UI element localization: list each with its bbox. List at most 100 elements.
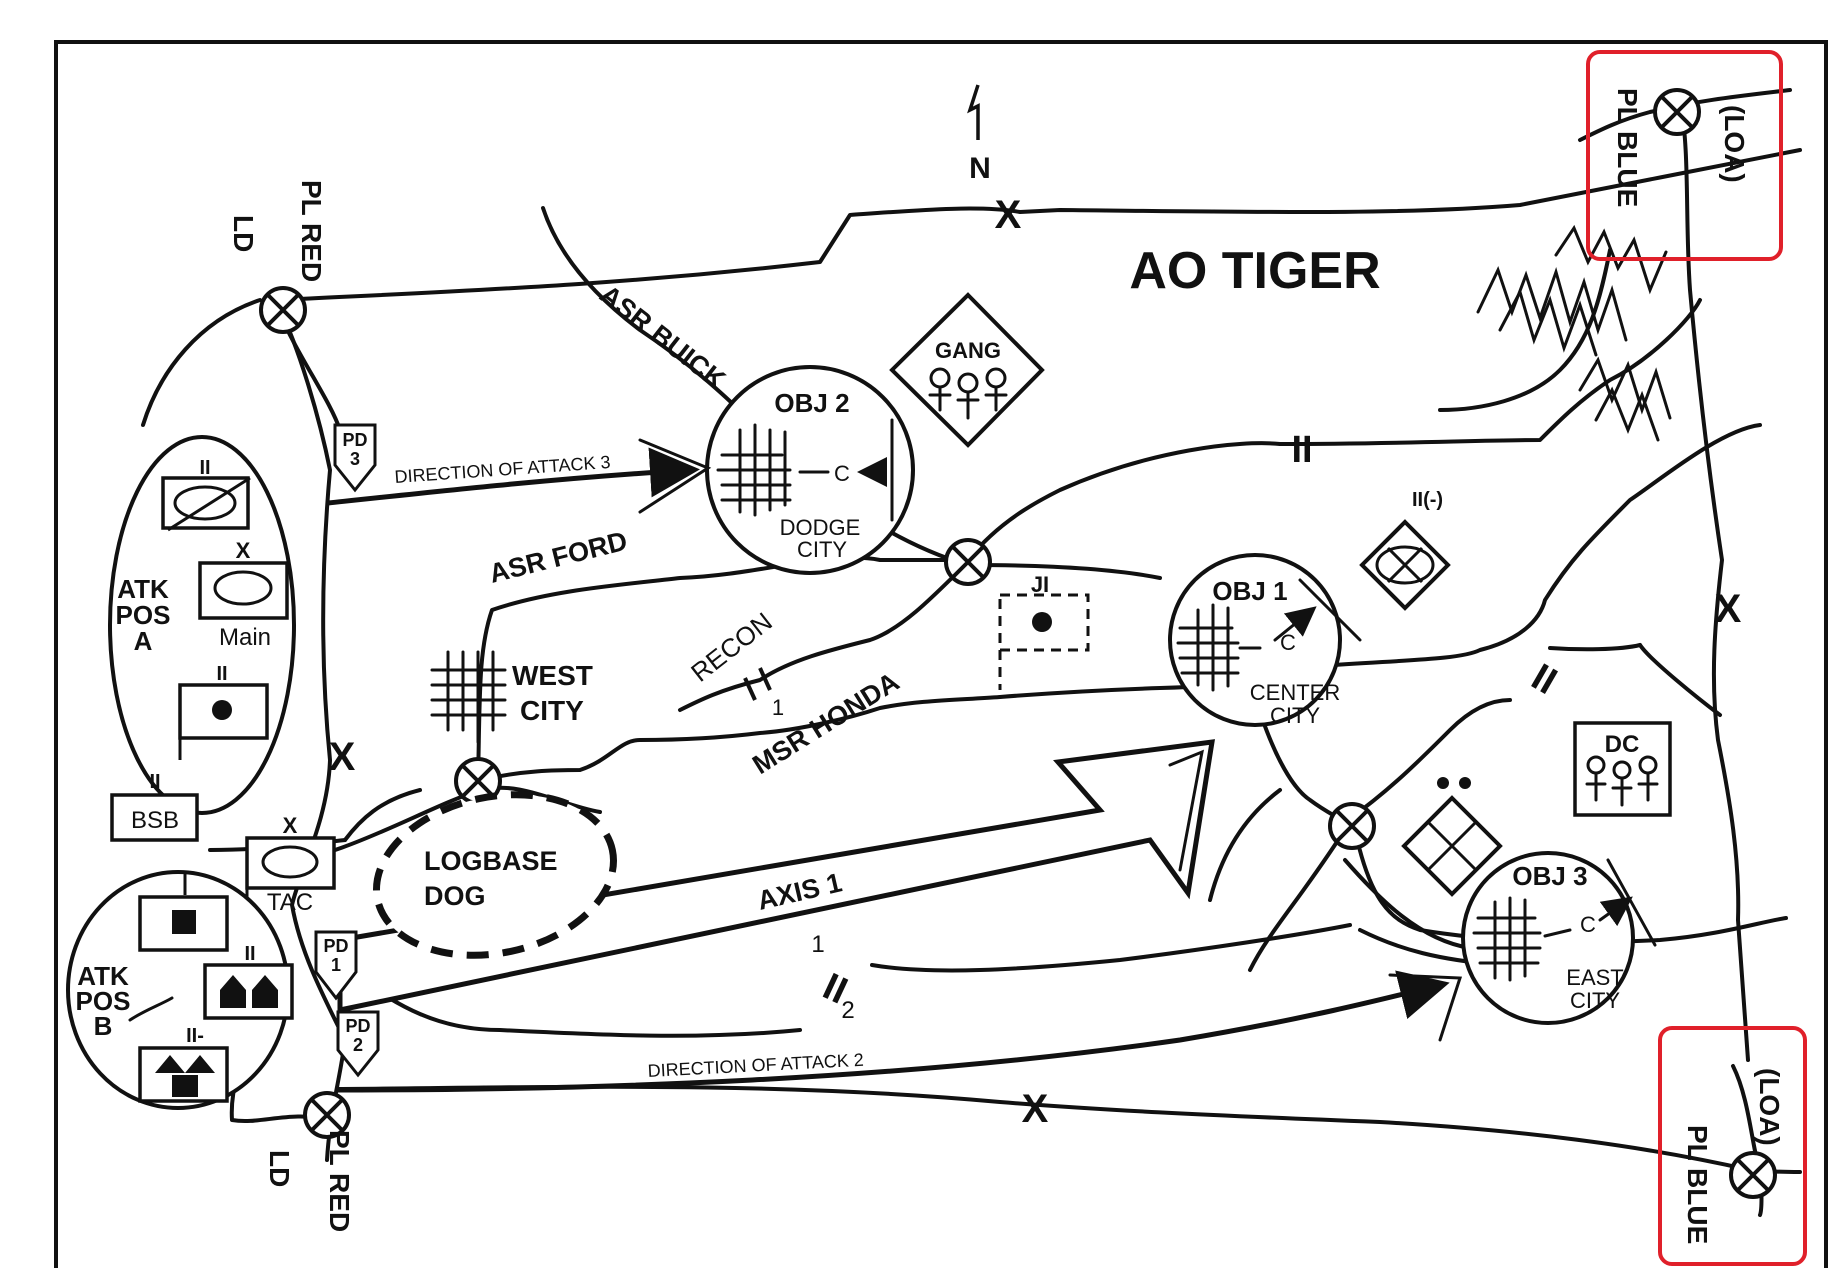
- svg-text:X: X: [236, 538, 251, 563]
- checkpoint-2: [944, 538, 992, 586]
- svg-text:GANG: GANG: [935, 338, 1001, 363]
- asr-ford-road: [476, 555, 970, 783]
- svg-text:2: 2: [353, 1035, 363, 1055]
- tac-label: TAC: [267, 889, 313, 916]
- boundary-mark-north: X: [995, 193, 1022, 237]
- attack-position-b: ATK POS B II II-: [66, 870, 294, 1110]
- north-label: N: [969, 152, 991, 185]
- checkpoint-3: [454, 757, 502, 805]
- svg-text:1: 1: [811, 931, 824, 958]
- svg-text:PL RED: PL RED: [296, 180, 327, 282]
- svg-text:A: A: [134, 626, 153, 656]
- dc-symbol: DC: [1573, 721, 1672, 817]
- gang-symbol: GANG: [889, 292, 1045, 448]
- svg-text:C: C: [1580, 912, 1596, 937]
- svg-text:PL RED: PL RED: [324, 1130, 355, 1232]
- pl-blue-top: PL BLUE (LOA): [1612, 88, 1750, 207]
- boundary-mark-west: X: [329, 735, 356, 779]
- svg-text:JI: JI: [1031, 572, 1049, 597]
- svg-text:3: 3: [350, 449, 360, 469]
- svg-text:X: X: [283, 813, 298, 838]
- pd-3: PD 3: [333, 423, 377, 493]
- svg-text:II: II: [199, 457, 210, 479]
- boundary-marks: X X X X: [329, 193, 1742, 1131]
- checkpoint-6: [1653, 88, 1701, 136]
- atk-pos-b-label: ATK: [77, 961, 129, 991]
- svg-text:DC: DC: [1605, 731, 1640, 758]
- svg-text:CITY: CITY: [797, 537, 847, 562]
- svg-text:CITY: CITY: [1270, 703, 1320, 728]
- checkpoint-4: [1328, 802, 1376, 850]
- obj-2-city: DODGE: [780, 515, 861, 540]
- crossing-points: [259, 88, 1777, 1199]
- recon-route: [678, 560, 970, 712]
- svg-text:(LOA): (LOA): [1754, 1068, 1785, 1146]
- pd-2-label: PD: [345, 1016, 370, 1036]
- svg-text:PL BLUE: PL BLUE: [1612, 88, 1643, 207]
- attack-position-a: ATK POS A II X Main II: [108, 435, 296, 815]
- svg-text:II: II: [1291, 429, 1312, 471]
- boundary-mark-south: X: [1022, 1087, 1049, 1131]
- objective-3: C OBJ 3 EAST CITY: [1461, 851, 1657, 1025]
- msr-honda-road: [476, 695, 1002, 783]
- logbase-dog: LOGBASE DOG: [373, 791, 617, 959]
- obj-1-city: CENTER: [1250, 680, 1340, 705]
- pl-red-bottom: PL RED LD: [264, 1130, 355, 1232]
- pl-blue-bottom: PL BLUE (LOA): [1682, 1068, 1785, 1244]
- bsb-symbol: II BSB: [110, 771, 199, 842]
- svg-text:II: II: [216, 663, 227, 685]
- pd-2: PD 2: [336, 1010, 380, 1078]
- logbase-label: LOGBASE: [424, 846, 558, 876]
- north-arrow: N: [967, 84, 991, 185]
- svg-text:C: C: [834, 461, 850, 486]
- objective-1: C OBJ 1 CENTER CITY: [1168, 553, 1362, 728]
- highlight-box-bottom: [1658, 1026, 1807, 1266]
- obj-3-city: EAST: [1566, 965, 1623, 990]
- svg-text:POS: POS: [76, 986, 131, 1016]
- bn-minus-symbol: II(-): [1359, 489, 1451, 611]
- svg-text:2: 2: [841, 997, 854, 1024]
- obj-3-name: OBJ 3: [1512, 861, 1587, 891]
- svg-text:II(-): II(-): [1412, 489, 1443, 511]
- svg-text:CITY: CITY: [1570, 988, 1620, 1013]
- svg-text:CITY: CITY: [520, 695, 584, 726]
- svg-text:II: II: [149, 771, 160, 793]
- pl-blue-line: [1678, 98, 1750, 1062]
- checkpoint-1: [259, 286, 307, 334]
- highlight-box-top: [1586, 50, 1783, 261]
- pd-3-label: PD: [342, 430, 367, 450]
- svg-text:II-: II-: [186, 1025, 204, 1047]
- ji-symbol: JI: [998, 572, 1090, 690]
- objective-2: C OBJ 2 DODGE CITY: [705, 365, 915, 575]
- tac-symbol: X TAC: [245, 813, 336, 916]
- svg-text:PL BLUE: PL BLUE: [1682, 1125, 1713, 1244]
- boundary-mark-east: X: [1715, 587, 1742, 631]
- svg-text:(LOA): (LOA): [1719, 105, 1750, 183]
- svg-text:LD: LD: [228, 215, 259, 252]
- bsb-label: BSB: [131, 807, 179, 834]
- svg-text:1: 1: [331, 955, 341, 975]
- obj-2-name: OBJ 2: [774, 388, 849, 418]
- checkpoint-7: [1729, 1151, 1777, 1199]
- pd-1-label: PD: [323, 936, 348, 956]
- atk-pos-a-label: ATK: [117, 574, 169, 604]
- pl-red-top: PL RED LD: [228, 180, 327, 282]
- checkpoint-5: [303, 1091, 351, 1139]
- svg-text:DOG: DOG: [424, 881, 486, 911]
- svg-text:LD: LD: [264, 1150, 295, 1187]
- svg-text:POS: POS: [116, 600, 171, 630]
- svg-text:C: C: [1280, 630, 1296, 655]
- west-city: WEST CITY: [430, 650, 593, 744]
- grid-diamond-symbol: [1401, 777, 1503, 897]
- obj-1-name: OBJ 1: [1212, 576, 1287, 606]
- west-city-label: WEST: [512, 660, 593, 691]
- svg-text:B: B: [94, 1011, 113, 1041]
- main-cp-label: Main: [219, 624, 271, 651]
- pd-1: PD 1: [314, 930, 358, 1001]
- map-title: AO TIGER: [1129, 242, 1380, 300]
- mountains: [1476, 224, 1672, 442]
- north-boundary: [278, 148, 1802, 302]
- axis-1: AXIS 1: [337, 739, 1215, 1014]
- svg-text:II: II: [244, 943, 255, 965]
